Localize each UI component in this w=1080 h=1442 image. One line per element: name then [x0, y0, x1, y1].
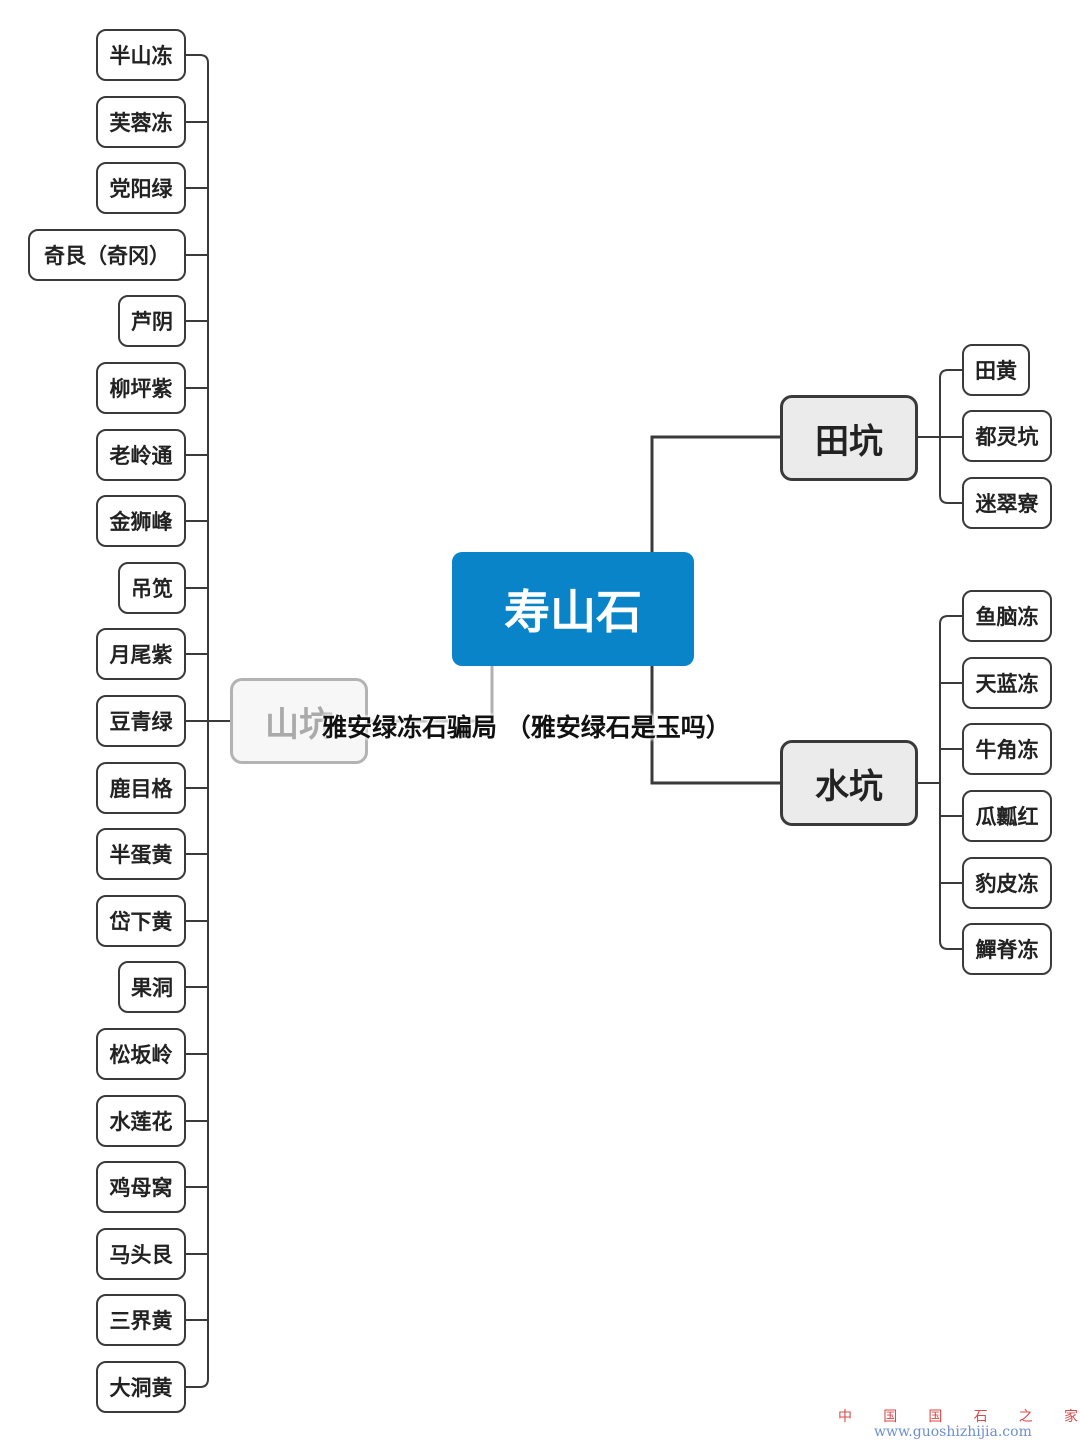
shankeng-leaf[interactable]: 老岭通: [96, 429, 186, 481]
shankeng-leaf[interactable]: 月尾紫: [96, 628, 186, 680]
shankeng-leaf[interactable]: 果洞: [118, 961, 186, 1013]
shankeng-leaf[interactable]: 半蛋黄: [96, 828, 186, 880]
shankeng-leaf[interactable]: 鹿目格: [96, 762, 186, 814]
overlay-title: 雅安绿冻石骗局 （雅安绿石是玉吗）: [322, 713, 731, 742]
shuikeng-leaf[interactable]: 鱼脑冻: [962, 590, 1052, 642]
connector-line: [368, 666, 494, 723]
shankeng-leaf[interactable]: 奇艮（奇冈）: [28, 229, 186, 281]
shankeng-leaf[interactable]: 芦阴: [118, 295, 186, 347]
connector-line: [650, 435, 780, 552]
shankeng-leaf[interactable]: 金狮峰: [96, 495, 186, 547]
shankeng-leaf[interactable]: 水莲花: [96, 1095, 186, 1147]
branch-tiankeng[interactable]: 田坑: [780, 395, 918, 481]
tiankeng-leaf[interactable]: 迷翠寮: [962, 477, 1052, 529]
shankeng-leaf[interactable]: 三界黄: [96, 1294, 186, 1346]
root-node[interactable]: 寿山石: [452, 552, 694, 666]
connector-line: [939, 615, 962, 950]
shankeng-leaf[interactable]: 岱下黄: [96, 895, 186, 947]
watermark-char: 中: [838, 1409, 852, 1425]
watermark-chars: 中国国石之家: [838, 1406, 1078, 1426]
shuikeng-leaf[interactable]: 鱓脊冻: [962, 923, 1052, 975]
tiankeng-leaf[interactable]: 都灵坑: [962, 410, 1052, 462]
watermark-char: 石: [973, 1409, 988, 1425]
shankeng-leaf[interactable]: 马头艮: [96, 1228, 186, 1280]
shankeng-leaf[interactable]: 松坂岭: [96, 1028, 186, 1080]
shankeng-leaf[interactable]: 吊笕: [118, 562, 186, 614]
shankeng-leaf[interactable]: 党阳绿: [96, 162, 186, 214]
connector-line: [650, 666, 780, 785]
watermark-char: 国: [883, 1409, 898, 1425]
watermark-char: 国: [928, 1409, 943, 1425]
shuikeng-leaf[interactable]: 天蓝冻: [962, 657, 1052, 709]
shankeng-leaf[interactable]: 芙蓉冻: [96, 96, 186, 148]
shankeng-leaf[interactable]: 半山冻: [96, 29, 186, 81]
watermark-url: www.guoshizhijia.com: [874, 1424, 1032, 1440]
shankeng-leaf[interactable]: 柳坪紫: [96, 362, 186, 414]
shuikeng-leaf[interactable]: 牛角冻: [962, 723, 1052, 775]
shankeng-leaf[interactable]: 大洞黄: [96, 1361, 186, 1413]
shuikeng-leaf[interactable]: 瓜瓤红: [962, 790, 1052, 842]
shankeng-leaf[interactable]: 豆青绿: [96, 695, 186, 747]
watermark-char: 之: [1018, 1409, 1033, 1425]
shankeng-leaf[interactable]: 鸡母窝: [96, 1161, 186, 1213]
branch-shuikeng[interactable]: 水坑: [780, 740, 918, 826]
shuikeng-leaf[interactable]: 豹皮冻: [962, 857, 1052, 909]
watermark-char: 家: [1063, 1409, 1078, 1425]
branch-shankeng[interactable]: 山坑: [230, 678, 368, 764]
tiankeng-leaf[interactable]: 田黄: [962, 344, 1030, 396]
